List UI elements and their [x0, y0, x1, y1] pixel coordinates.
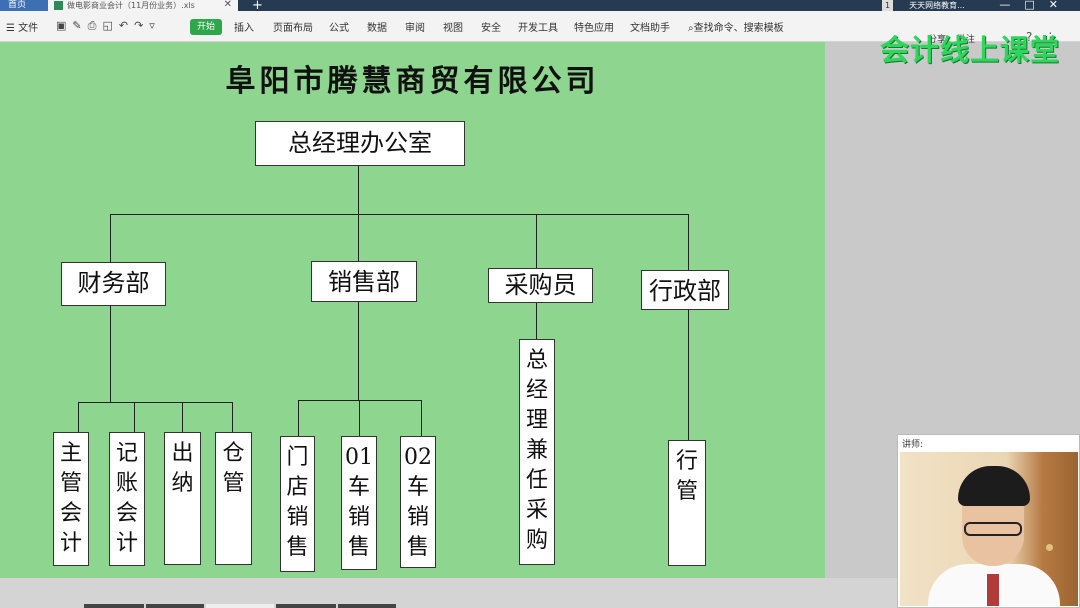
connector-sales-bar — [298, 400, 422, 401]
comment-button[interactable]: 批注 — [956, 35, 975, 45]
spreadsheet-icon — [54, 1, 63, 10]
account-area: 1 天天网络教育... — [882, 0, 965, 11]
menu-review[interactable]: 审阅 — [405, 23, 425, 34]
org-box-sales: 销售部 — [311, 261, 417, 302]
sheet-tab-1[interactable] — [84, 604, 144, 608]
menu-security[interactable]: 安全 — [481, 23, 501, 34]
connector-car02 — [421, 400, 422, 436]
org-box-admin-role: 行管 — [668, 440, 706, 566]
org-box-purchase: 采购员 — [488, 268, 593, 303]
connector-dept-bar — [110, 214, 689, 215]
window-controls[interactable]: —□✕ — [999, 0, 1072, 11]
connector-cashier — [182, 402, 183, 432]
org-box-warehouse: 仓管 — [215, 432, 252, 565]
connector-admin-down — [688, 310, 689, 440]
menu-page-layout[interactable]: 页面布局 — [273, 23, 313, 34]
ribbon-menu-bar: ☰ 文件 ▣✎⎙◱↶↷▿ 开始 插入 页面布局 公式 数据 审阅 视图 安全 开… — [0, 11, 1080, 45]
slide-title: 阜阳市腾慧商贸有限公司 — [225, 64, 600, 99]
connector-finance-down — [110, 306, 111, 402]
start-tab-button[interactable]: 开始 — [190, 19, 222, 35]
connector-finance-bar — [78, 402, 232, 403]
window-tab-strip: 首页 做电影商业会计（11月份业务）.xls ✕ + 1 天天网络教育... —□… — [0, 0, 1080, 13]
org-box-purchase-role: 总经理兼任采购 — [519, 339, 555, 565]
org-box-cashier: 出纳 — [164, 432, 201, 565]
menu-doc-assistant[interactable]: 文档助手 — [630, 23, 670, 34]
sheet-tab-bar — [0, 578, 897, 608]
connector-sales-down — [358, 302, 359, 400]
quick-access-icons[interactable]: ▣✎⎙◱↶↷▿ — [56, 19, 161, 33]
file-menu-button[interactable]: ☰ 文件 — [6, 23, 39, 34]
share-area: 分享 批注 — [928, 32, 975, 45]
connector-finance — [110, 214, 111, 262]
org-box-chief-accountant: 主管会计 — [53, 432, 89, 566]
undo-icon[interactable]: ↶ — [118, 19, 135, 32]
more-icon[interactable]: ▿ — [149, 19, 161, 32]
menu-formulas[interactable]: 公式 — [329, 23, 349, 34]
sheet-tab-2[interactable] — [146, 604, 204, 608]
more-options-icon[interactable]: ⋮ — [1044, 30, 1069, 44]
lecturer-video — [900, 452, 1078, 606]
connector-bookkeeper — [134, 402, 135, 432]
window-count-badge[interactable]: 1 — [882, 0, 894, 11]
connector-root — [358, 165, 359, 215]
file-tab-label: 做电影商业会计（11月份业务）.xls — [67, 1, 195, 10]
org-box-car01-sales: 01车销售 — [341, 436, 377, 570]
org-box-store-sales: 门店销售 — [280, 436, 315, 572]
close-tab-icon[interactable]: ✕ — [223, 0, 232, 10]
menu-developer[interactable]: 开发工具 — [518, 23, 558, 34]
command-search-label: 查找命令、搜索模板 — [693, 23, 784, 34]
menu-features[interactable]: 特色应用 — [574, 23, 614, 34]
share-button[interactable]: 分享 — [928, 35, 947, 45]
connector-warehouse — [232, 402, 233, 432]
org-box-bookkeeper: 记账会计 — [109, 432, 145, 566]
menu-view[interactable]: 视图 — [443, 23, 463, 34]
preview-icon[interactable]: ◱ — [102, 19, 119, 32]
connector-purchase-down — [536, 303, 537, 339]
org-box-general-manager: 总经理办公室 — [255, 121, 465, 166]
home-tab[interactable]: 首页 — [0, 0, 48, 11]
help-icon[interactable]: ? — [1026, 30, 1045, 44]
redo-icon[interactable]: ↷ — [134, 19, 150, 32]
save-icon[interactable]: ▣ — [56, 19, 73, 32]
sheet-tab-5[interactable] — [338, 604, 396, 608]
sheet-tab-4[interactable] — [276, 604, 336, 608]
command-search[interactable]: ⌕查找命令、搜索模板 — [688, 19, 784, 34]
org-box-car02-sales: 02车销售 — [400, 436, 436, 568]
org-box-finance: 财务部 — [61, 262, 166, 306]
org-box-admin: 行政部 — [641, 270, 729, 310]
search-icon: ⌕ — [688, 23, 694, 34]
file-tab[interactable]: 做电影商业会计（11月份业务）.xls ✕ — [48, 0, 238, 11]
org-chart-slide: 阜阳市腾慧商贸有限公司 总经理办公室 财务部 销售部 采购员 行政部 主管会计 … — [0, 42, 825, 578]
menu-insert[interactable]: 插入 — [234, 23, 254, 34]
connector-chief-accountant — [78, 402, 79, 432]
connector-store-sales — [298, 400, 299, 436]
connector-admin — [688, 214, 689, 270]
sheet-tab-3[interactable] — [206, 604, 274, 608]
lecturer-panel: 讲师: — [897, 434, 1080, 608]
help-icons[interactable]: ?⋮ — [1026, 30, 1068, 44]
connector-purchase — [536, 214, 537, 268]
account-name[interactable]: 天天网络教育... — [909, 1, 965, 10]
watermark-logo: 会计线上课堂 — [880, 33, 1061, 67]
brush-icon[interactable]: ✎ — [72, 19, 88, 32]
menu-data[interactable]: 数据 — [367, 23, 387, 34]
connector-car01 — [359, 400, 360, 436]
new-tab-button[interactable]: + — [252, 0, 263, 13]
print-icon[interactable]: ⎙ — [87, 19, 103, 32]
connector-sales — [358, 214, 359, 262]
lecturer-label: 讲师: — [902, 440, 924, 450]
